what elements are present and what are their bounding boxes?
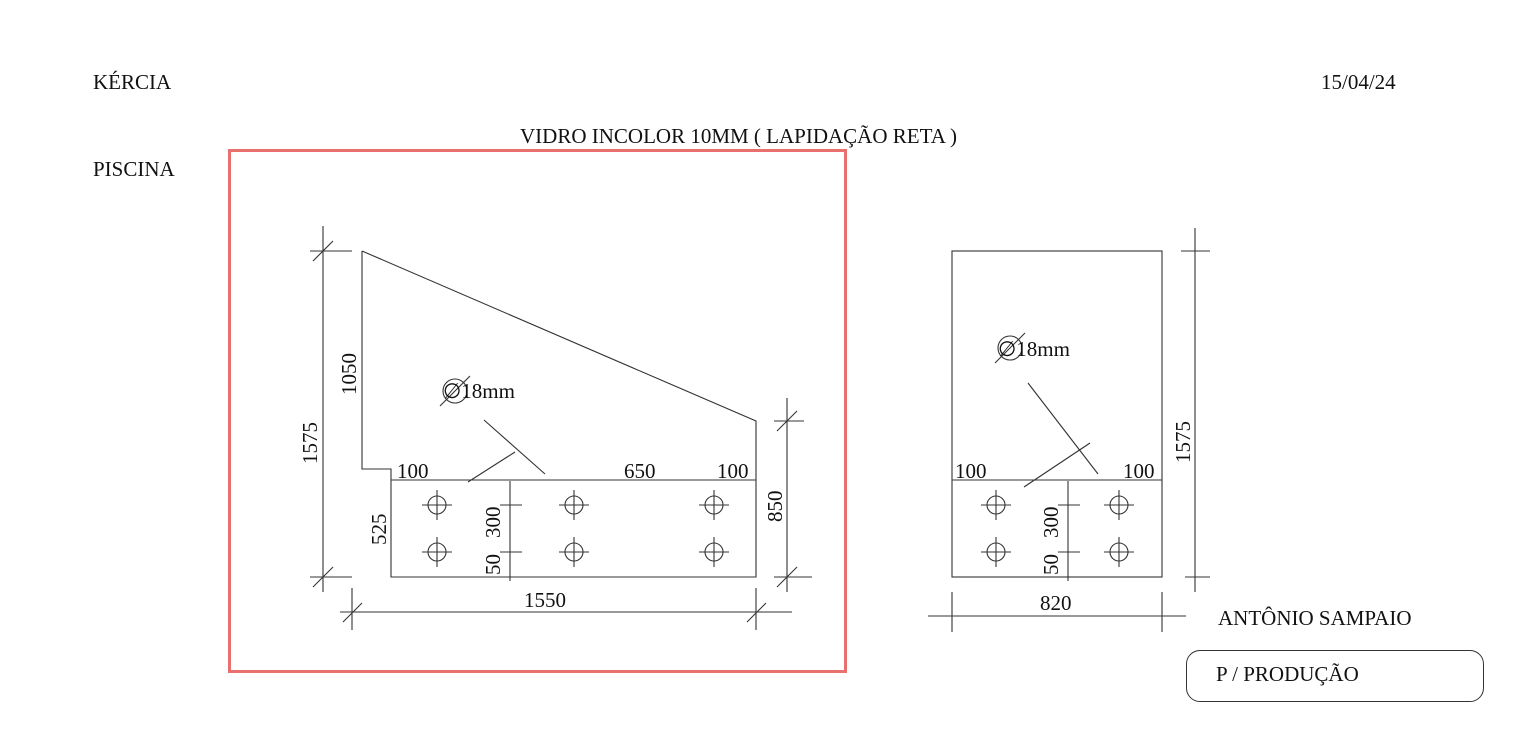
dim-hole-bottom-offset: 50 bbox=[481, 554, 505, 575]
author-name: ANTÔNIO SAMPAIO bbox=[1218, 606, 1412, 630]
location-label: PISCINA bbox=[93, 157, 175, 181]
right-panel-holes bbox=[981, 490, 1134, 567]
hole-diameter-label: ∅18mm bbox=[443, 379, 515, 403]
client-name: KÉRCIA bbox=[93, 70, 172, 94]
dim-hole-vertical-spacing: 300 bbox=[481, 507, 505, 539]
right-panel-outline bbox=[951, 250, 1163, 578]
dim-lower-height: 525 bbox=[367, 514, 391, 546]
document-date: 15/04/24 bbox=[1321, 70, 1396, 94]
hole bbox=[981, 537, 1011, 567]
dim-hole-vertical-spacing: 300 bbox=[1039, 507, 1063, 539]
production-badge bbox=[1186, 650, 1484, 702]
dim-right-offset: 100 bbox=[717, 459, 749, 483]
hole bbox=[699, 490, 729, 520]
hole bbox=[559, 537, 589, 567]
left-panel-holes bbox=[422, 490, 729, 567]
dim-total-height: 1575 bbox=[298, 422, 322, 464]
dim-right-height: 850 bbox=[763, 491, 787, 523]
dim-gap: 650 bbox=[624, 459, 656, 483]
left-panel: 100 650 100 1550 ∅18mm 1575 1050 525 850… bbox=[298, 226, 812, 630]
dim-width: 1550 bbox=[524, 588, 566, 612]
hole-diameter-label: ∅18mm bbox=[998, 337, 1070, 361]
production-badge-label: P / PRODUÇÃO bbox=[1216, 662, 1359, 686]
dim-left-offset: 100 bbox=[397, 459, 429, 483]
left-panel-outline bbox=[361, 250, 757, 578]
dim-width: 820 bbox=[1040, 591, 1072, 615]
dim-upper-height: 1050 bbox=[337, 353, 361, 395]
hole bbox=[699, 537, 729, 567]
dim-left-offset: 100 bbox=[955, 459, 987, 483]
hole bbox=[422, 490, 452, 520]
hole bbox=[559, 490, 589, 520]
dim-right-offset: 100 bbox=[1123, 459, 1155, 483]
hole bbox=[1104, 537, 1134, 567]
hole bbox=[1104, 490, 1134, 520]
hole bbox=[981, 490, 1011, 520]
right-panel: 100 100 820 ∅18mm 1575 300 50 bbox=[928, 228, 1210, 632]
hole bbox=[422, 537, 452, 567]
material-title: VIDRO INCOLOR 10MM ( LAPIDAÇÃO RETA ) bbox=[520, 124, 957, 148]
selection-highlight bbox=[228, 149, 847, 673]
dim-hole-bottom-offset: 50 bbox=[1039, 554, 1063, 575]
dim-height: 1575 bbox=[1171, 421, 1195, 463]
